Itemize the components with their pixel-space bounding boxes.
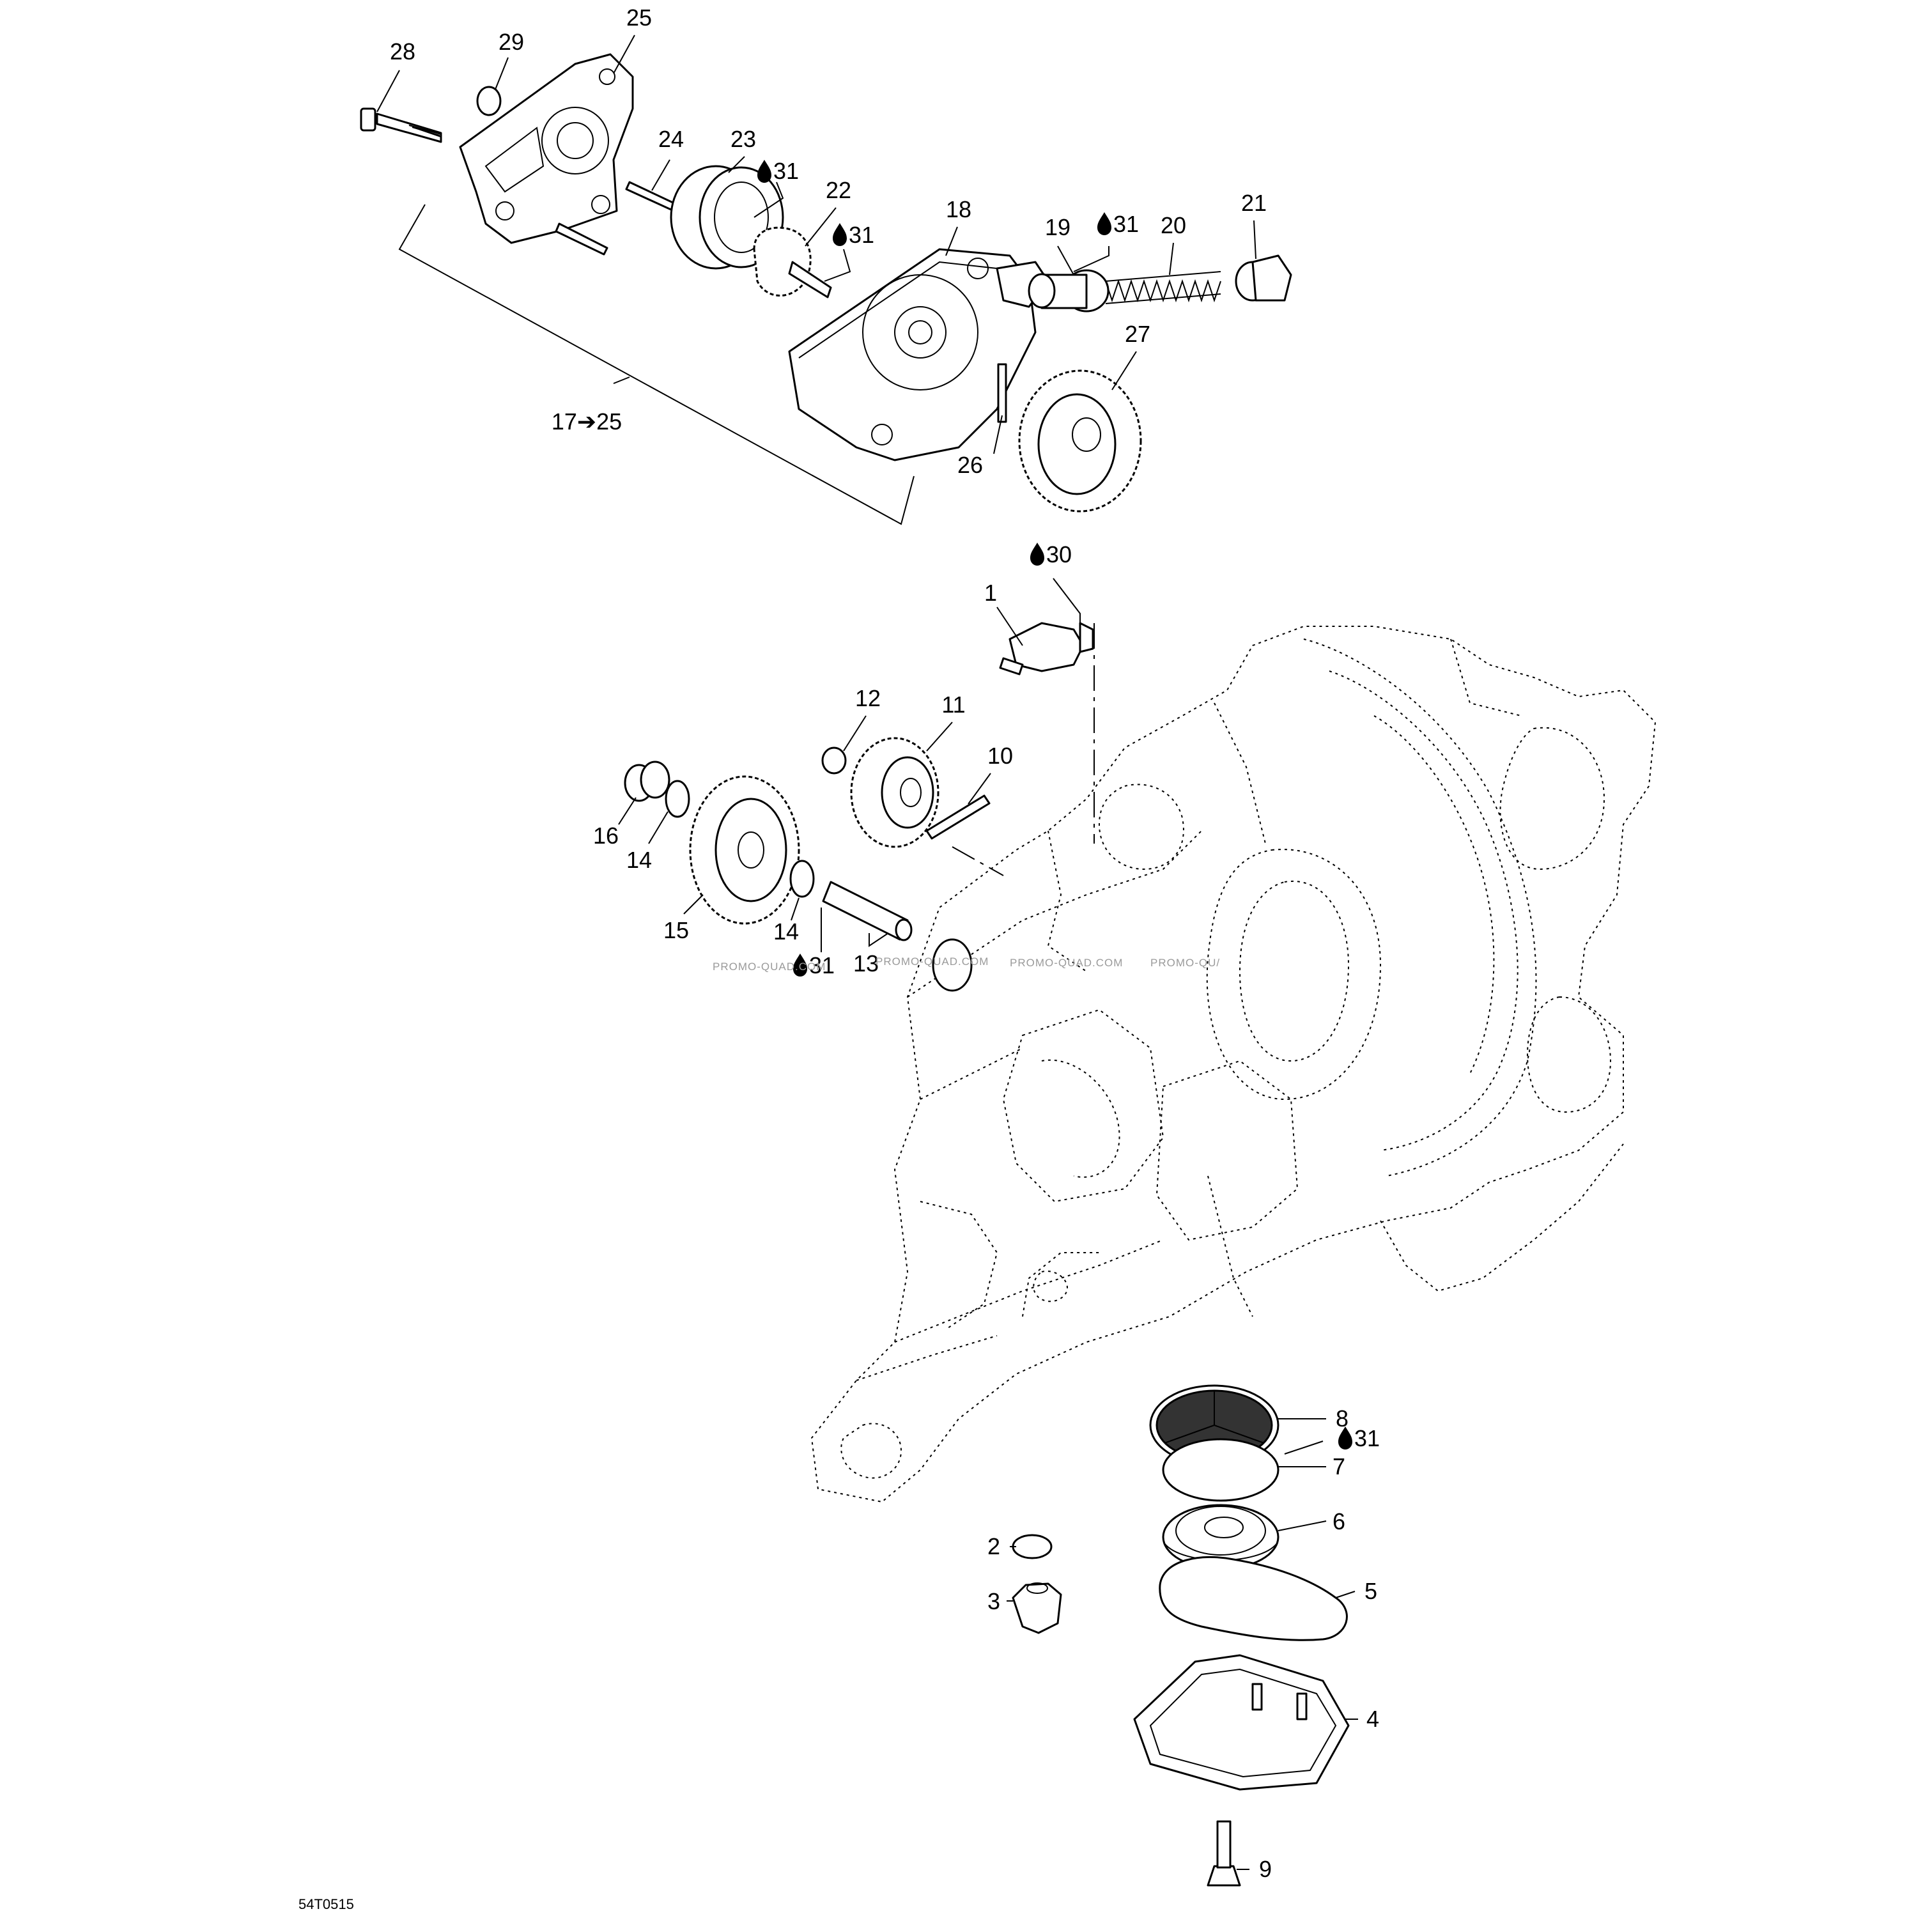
callout-8: 8 — [1336, 1405, 1349, 1432]
drive-gear-part — [689, 775, 800, 925]
bolt-part — [360, 107, 442, 143]
leader-lines — [376, 35, 1358, 1870]
pump-housing-part — [788, 248, 1049, 461]
lube-ref-31-d: 31 — [809, 952, 835, 978]
callout-numbers: 28 29 25 24 23 22 18 19 20 21 27 26 1 12… — [390, 4, 1379, 1882]
callout-15: 15 — [663, 917, 689, 943]
thrust-washer-part-2 — [789, 860, 815, 898]
watermark: PROMO-QUAD.COM PROMO-QUAD.COM PROMO-QUAD… — [713, 955, 1220, 973]
lube-ref-31-b: 31 — [849, 222, 874, 248]
oil-pressure-switch-part — [999, 622, 1094, 676]
watermark-text-2: PROMO-QUAD.COM — [876, 955, 989, 968]
callout-21: 21 — [1241, 190, 1267, 216]
callout-14-a: 14 — [626, 847, 652, 873]
callout-11: 11 — [941, 692, 965, 718]
thrust-washer-part — [665, 780, 690, 818]
callout-9: 9 — [1259, 1856, 1272, 1882]
spacer-part — [624, 761, 670, 802]
watermark-text-4: PROMO-QU/ — [1150, 957, 1220, 969]
lube-ref-31-c: 31 — [1113, 211, 1139, 237]
spring-part — [1105, 271, 1221, 304]
diagram-code: 54T0515 — [298, 1896, 354, 1912]
oil-drop-icon — [1030, 543, 1044, 566]
strainer-cover-part — [1133, 1654, 1350, 1791]
callout-18: 18 — [946, 196, 971, 222]
outer-rotor-part — [670, 165, 784, 270]
crankcase-outline — [810, 626, 1657, 1503]
o-ring-strainer-part — [1162, 1438, 1279, 1502]
callout-5: 5 — [1364, 1578, 1377, 1604]
callout-29: 29 — [498, 29, 524, 55]
callout-14-b: 14 — [773, 918, 799, 945]
drain-plug-part — [1012, 1582, 1062, 1634]
oil-drop-icon — [833, 223, 847, 246]
drain-plug-gasket-part — [1012, 1534, 1053, 1559]
callout-24: 24 — [658, 126, 684, 152]
pump-cover-part — [459, 53, 634, 244]
callout-25: 25 — [626, 4, 652, 31]
callout-3: 3 — [987, 1588, 1000, 1614]
retaining-ring-part — [932, 938, 973, 992]
circlip-part — [821, 746, 847, 775]
callout-10: 10 — [987, 743, 1013, 769]
callout-27: 27 — [1125, 321, 1150, 347]
cover-bolt-part — [1207, 1820, 1241, 1887]
callout-4: 4 — [1366, 1706, 1379, 1732]
watermark-text-1: PROMO-QUAD.COM — [713, 961, 826, 973]
assembly-bracket — [398, 204, 915, 525]
lube-ref-30: 30 — [1046, 541, 1072, 568]
oil-drop-icon — [1097, 212, 1111, 235]
o-ring-part — [476, 86, 502, 116]
oil-drop-icon — [757, 160, 771, 183]
relief-plunger-part — [1028, 269, 1109, 313]
lube-ref-31-e: 31 — [1354, 1425, 1380, 1451]
callout-22: 22 — [826, 177, 851, 203]
watermark-text-3: PROMO-QUAD.COM — [1010, 957, 1123, 969]
callout-16: 16 — [593, 823, 619, 849]
callout-2: 2 — [987, 1533, 1000, 1559]
callout-1: 1 — [984, 580, 997, 606]
strainer-cup-part — [1162, 1504, 1279, 1570]
callout-28: 28 — [390, 38, 415, 65]
lubricant-markers: 30 31 31 31 31 31 — [757, 158, 1380, 1451]
inner-rotor-part — [753, 226, 832, 298]
callout-26: 26 — [957, 452, 983, 478]
lube-ref-31-a: 31 — [773, 158, 799, 184]
range-label: 17➔25 — [552, 408, 622, 435]
callout-7: 7 — [1333, 1453, 1345, 1480]
intermediate-gear-part — [850, 737, 939, 848]
callout-13: 13 — [853, 950, 879, 977]
shaft-pin-part — [925, 794, 991, 840]
shaft-axis-line — [952, 846, 1004, 876]
callout-20: 20 — [1161, 212, 1186, 238]
callout-23: 23 — [730, 126, 756, 152]
pin-part — [997, 363, 1007, 423]
callout-19: 19 — [1045, 214, 1070, 240]
callout-12: 12 — [855, 685, 881, 711]
plug-screw-part — [1235, 254, 1292, 302]
callout-6: 6 — [1333, 1508, 1345, 1534]
gear-shaft-part — [822, 881, 913, 941]
pump-drive-gear-part — [1018, 369, 1142, 513]
cover-gasket-part — [1159, 1556, 1348, 1641]
